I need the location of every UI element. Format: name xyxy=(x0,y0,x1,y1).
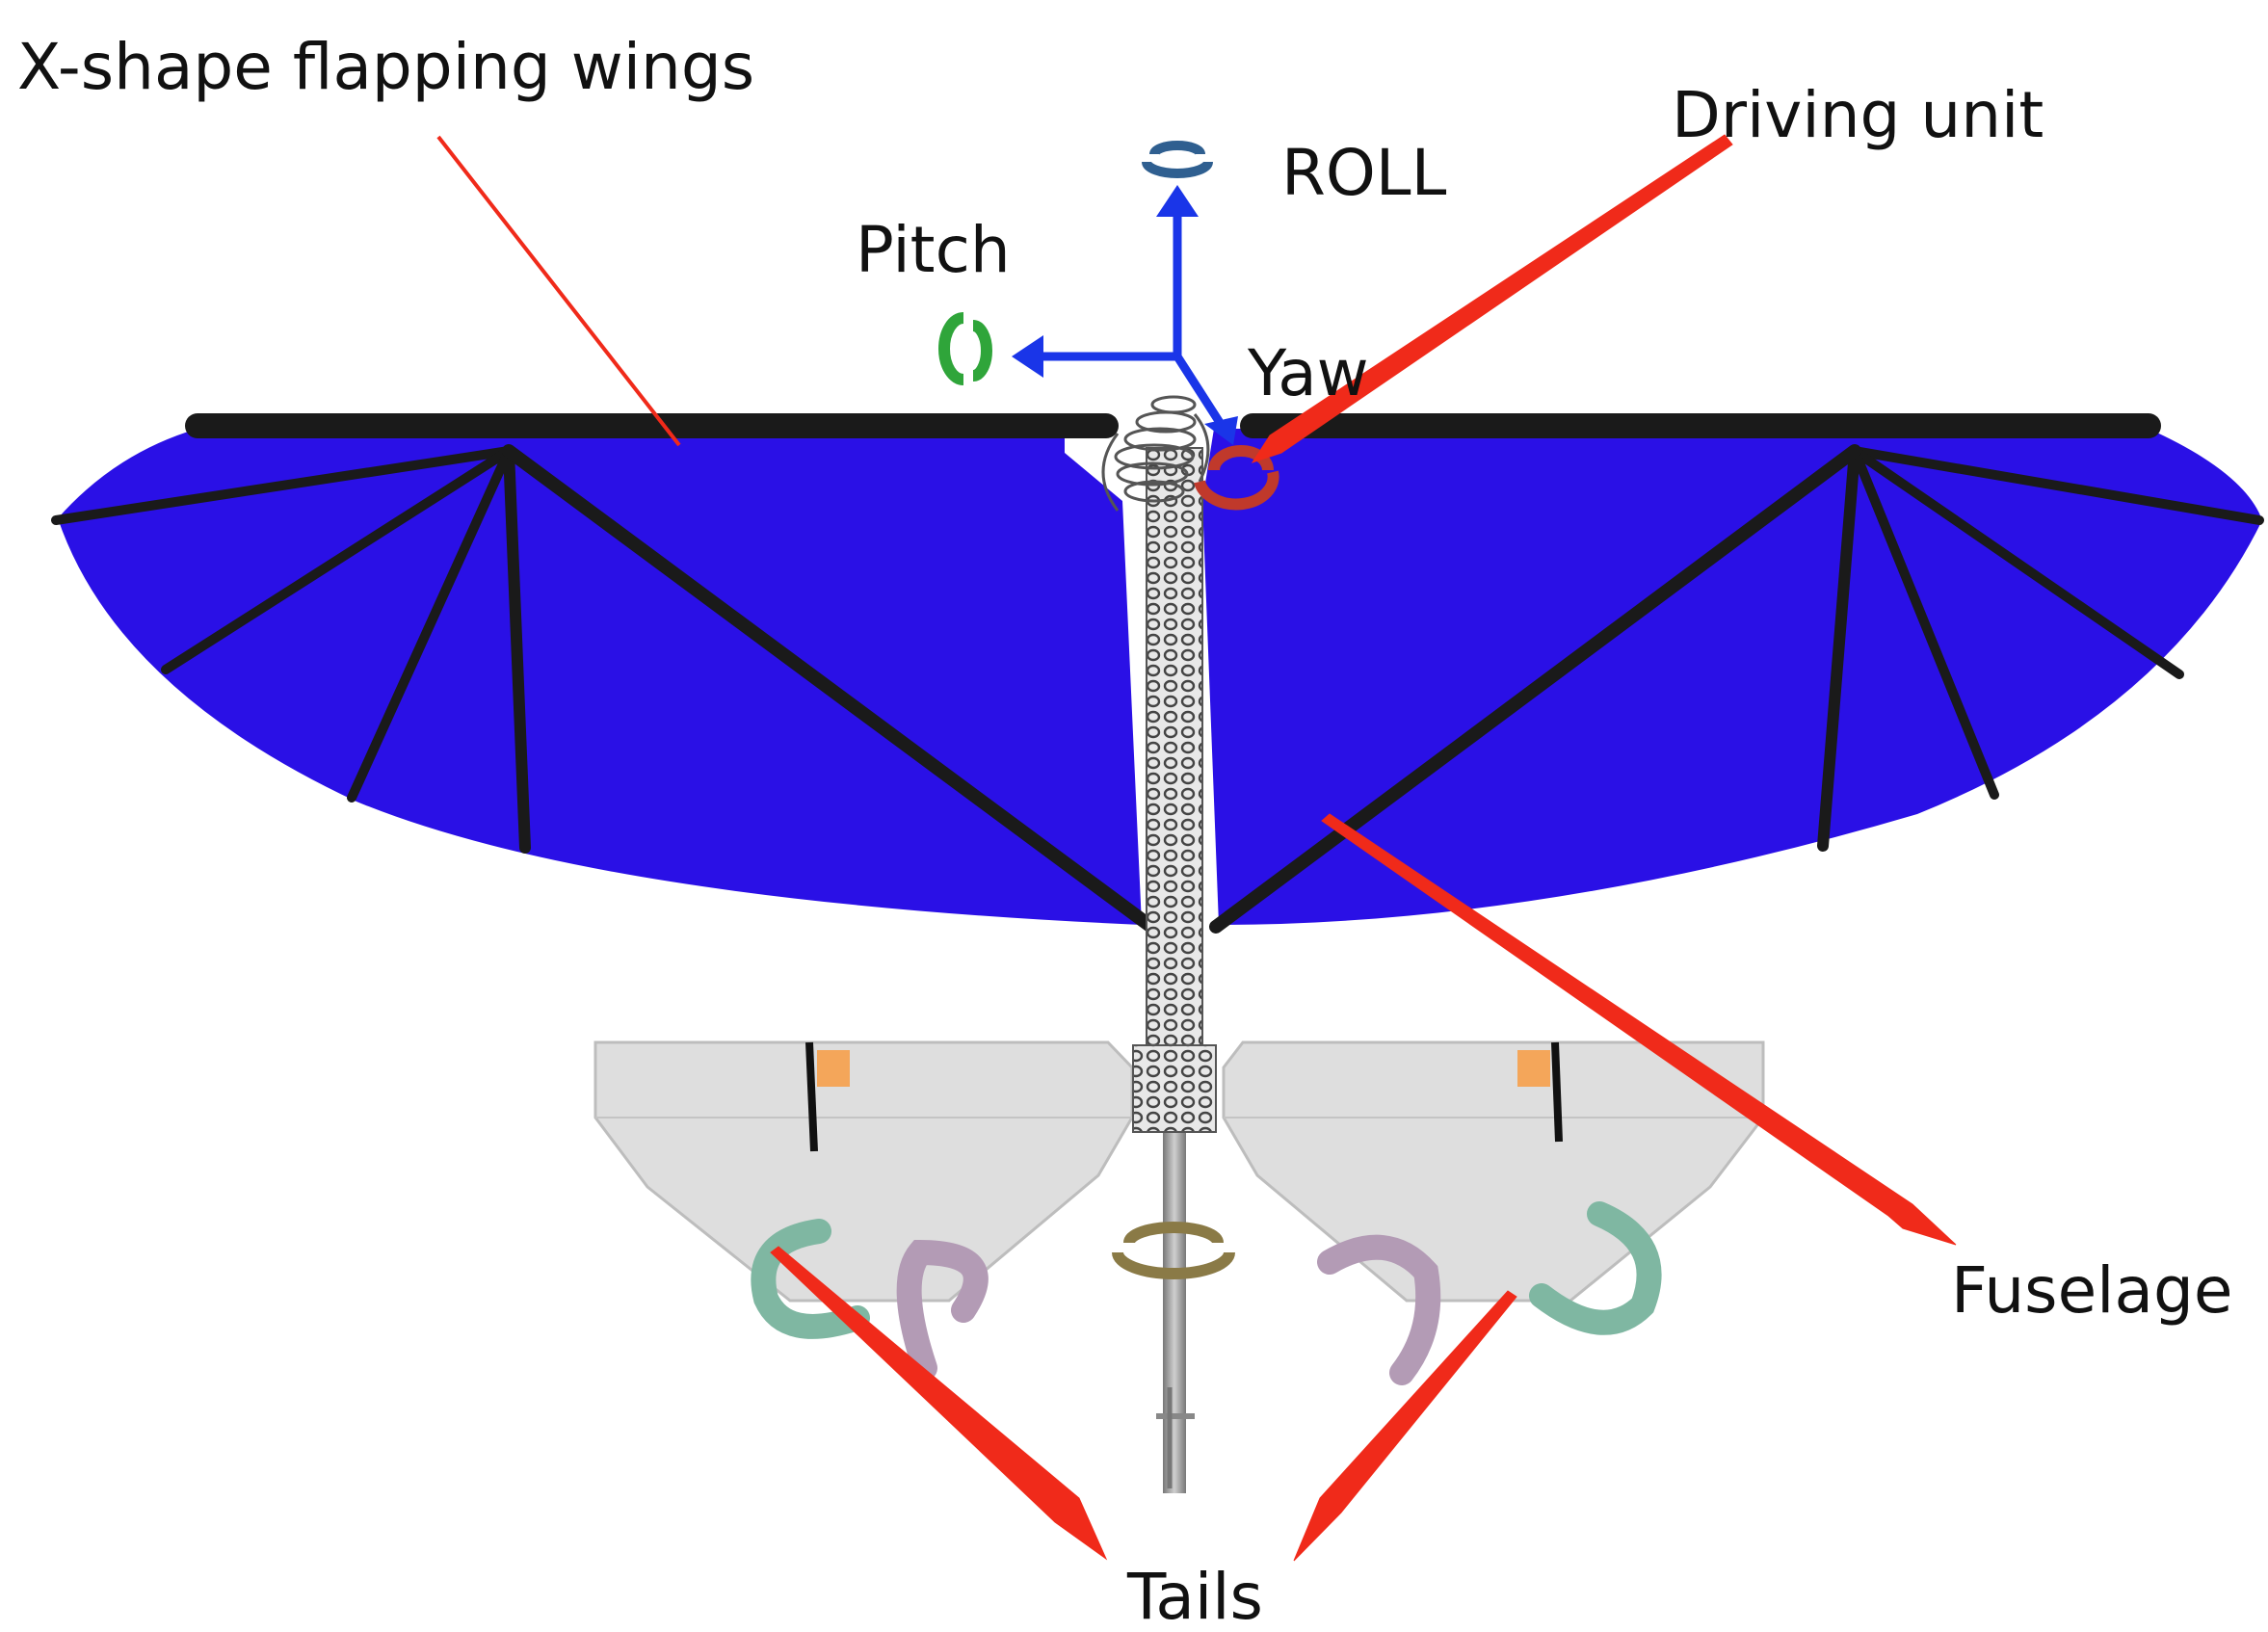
left-tail-teal-rotation-icon xyxy=(751,1219,870,1339)
pitch-label: Pitch xyxy=(856,213,1011,287)
driving-unit-leader-arrow xyxy=(1251,134,1733,463)
yaw-axis-arrowhead xyxy=(1204,416,1238,445)
body-axes xyxy=(1031,202,1229,434)
left-tail xyxy=(593,1040,1134,1303)
yaw-label: Yaw xyxy=(1247,336,1369,410)
left-tail-leader-arrow xyxy=(770,1246,1108,1561)
right-tail xyxy=(1222,1040,1765,1303)
flapping-wings xyxy=(51,413,2264,934)
fuselage xyxy=(1132,447,1217,1493)
right-tail-clip xyxy=(1517,1050,1550,1087)
driving-unit-label: Driving unit xyxy=(1672,78,2044,152)
right-tail-mauve-rotation-icon xyxy=(1317,1234,1441,1385)
wing-spars xyxy=(51,413,2264,934)
fuselage-leader-arrow xyxy=(1321,813,1957,1246)
pitch-axis-arrowhead xyxy=(1012,335,1043,378)
left-wing-membrane xyxy=(58,429,1142,925)
tails-label: Tails xyxy=(1126,1560,1263,1632)
wings-leader-line xyxy=(436,135,681,447)
fuselage-rotation-icon xyxy=(1112,1222,1235,1279)
roll-label: ROLL xyxy=(1281,136,1447,210)
yaw-rotation-icon xyxy=(1194,445,1279,511)
left-tail-mauve-rotation-icon xyxy=(896,1239,989,1381)
fuselage-label: Fuselage xyxy=(1951,1253,2232,1328)
right-tail-leader-arrow xyxy=(1293,1290,1517,1562)
right-tail-teal-rotation-icon xyxy=(1529,1201,1662,1335)
roll-rotation-icon xyxy=(1142,141,1213,178)
right-wing-membrane xyxy=(1202,429,2262,925)
roll-axis-arrowhead xyxy=(1156,185,1199,217)
wings-label: X-shape flapping wings xyxy=(17,30,754,104)
fuselage-mesh-tube xyxy=(1146,447,1203,1133)
driving-unit xyxy=(1101,395,1210,512)
left-tail-clip xyxy=(817,1050,850,1087)
pitch-rotation-icon xyxy=(938,312,992,385)
leader-arrows xyxy=(436,134,1957,1562)
fuselage-rod xyxy=(1163,1127,1186,1493)
